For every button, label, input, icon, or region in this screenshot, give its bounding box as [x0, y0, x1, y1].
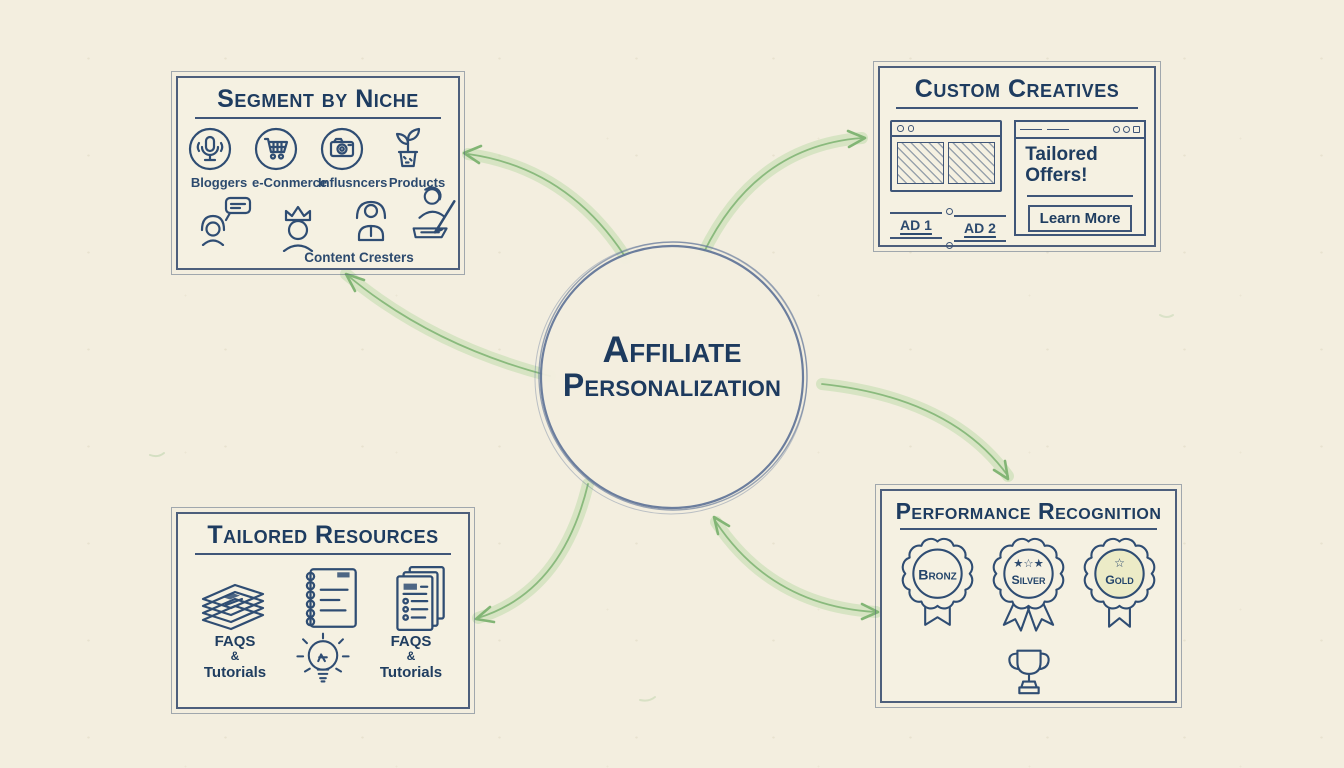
center-title: Affiliate Personalization: [532, 330, 812, 403]
window-circle-icon: [1123, 126, 1130, 133]
title-underline: [896, 107, 1138, 109]
lightbulb-icon: [296, 632, 350, 683]
crown-person-icon: [282, 205, 314, 252]
silver-stars-icon: ★☆★: [1013, 556, 1044, 570]
silver-badge-icon: ★☆★ Silver: [992, 537, 1065, 632]
paper-stack-icon: [201, 583, 265, 631]
segment-item-label: e-Conmerce: [252, 175, 328, 190]
arrow-center-to-resources: [472, 478, 594, 624]
window-dot-icon: [897, 125, 904, 132]
window-dot-icon: [907, 125, 914, 132]
offer-headline-line1: Tailored: [1025, 144, 1098, 165]
ad-1-label: AD 1: [890, 212, 942, 239]
segment-by-niche-panel: Segment by Niche Bloggers: [171, 71, 465, 275]
center-title-line1: Affiliate: [602, 329, 742, 370]
resources-title: Tailored Resources: [207, 521, 439, 549]
arrow-center-to-recognition-upper: [816, 378, 1014, 482]
recognition-title: Performance Recognition: [895, 498, 1162, 524]
ad-variant-labels: AD 1 AD 2: [890, 204, 1010, 250]
divider: [1027, 195, 1133, 197]
faq-tutorials-right: FAQS & Tutorials: [379, 633, 443, 682]
silver-badge-label: Silver: [1011, 573, 1046, 587]
dot-icon: [946, 208, 953, 215]
checklist-icon: [396, 566, 445, 631]
camera-icon: [320, 127, 364, 171]
segment-item-bloggers: Bloggers: [186, 125, 252, 190]
microphone-icon: [188, 127, 232, 171]
gold-badge-icon: ☆ Gold: [1083, 537, 1156, 628]
shopping-cart-icon: [254, 127, 298, 171]
faq-tutorials-left: FAQS & Tutorials: [203, 633, 267, 682]
plant-icon: [395, 127, 421, 168]
ad-slot-placeholder: [948, 142, 995, 184]
arrow-center-to-segment-upper: [462, 144, 632, 264]
arrow-center-to-segment-lower: [340, 268, 556, 382]
segment-item-label: Influsncers: [318, 175, 388, 190]
ad-2-label: AD 2: [954, 215, 1006, 242]
arrow-center-to-creatives: [698, 129, 868, 258]
ad-slot-placeholder: [897, 142, 944, 184]
segment-icon-row: Bloggers e-Conmerce: [178, 119, 458, 190]
spiral-notebook-icon: [305, 568, 357, 628]
pencil-mark: [639, 696, 656, 702]
title-underline: [195, 553, 451, 555]
performance-recognition-panel: Performance Recognition Bronz ★☆★ Silver: [875, 484, 1182, 708]
title-underline: [899, 528, 1158, 530]
offer-headline-line2: Offers!: [1025, 164, 1088, 186]
segment-title: Segment by Niche: [217, 85, 419, 113]
bronze-badge-label: Bronz: [918, 567, 957, 583]
segment-item-products: Products: [384, 125, 450, 190]
trophy-icon: [1007, 649, 1050, 695]
segment-item-label: Bloggers: [190, 175, 248, 190]
center-circle: [534, 241, 808, 515]
tailored-resources-panel: Tailored Resources: [171, 507, 475, 714]
segment-item-ecommerce: e-Conmerce: [252, 125, 328, 190]
learn-more-button[interactable]: Learn More: [1028, 204, 1133, 232]
custom-creatives-panel: Custom Creatives AD 1 AD 2: [873, 61, 1161, 252]
pencil-mark: [1159, 314, 1174, 318]
bronze-badge-icon: Bronz: [901, 537, 974, 626]
arrow-center-recognition-double: [710, 515, 882, 621]
ad-banner-mockup: [890, 120, 1002, 192]
segment-item-label: Products: [388, 175, 446, 190]
dot-icon: [946, 242, 953, 249]
browser-titlebar: [892, 122, 1000, 137]
window-titlebar: [1016, 122, 1144, 139]
tailored-offer-window: Tailored Offers! Learn More: [1014, 120, 1146, 236]
segment-item-influencers: Influsncers: [318, 125, 388, 190]
pencil-mark: [149, 452, 165, 458]
segment-row2-label: Content Cresters: [304, 250, 414, 265]
window-square-icon: [1133, 126, 1140, 133]
creatives-title: Custom Creatives: [914, 75, 1120, 103]
window-controls: [1113, 126, 1140, 133]
hooded-person-icon: [355, 200, 387, 242]
window-circle-icon: [1113, 126, 1120, 133]
writer-icon: [412, 186, 456, 239]
title-underline: [194, 117, 442, 119]
gold-star-icon: ☆: [1114, 556, 1125, 570]
woman-speech-bubble-icon: [200, 196, 252, 246]
titlebar-dashes: [1020, 129, 1113, 130]
gold-badge-label: Gold: [1105, 573, 1134, 587]
center-title-line2: Personalization: [562, 367, 782, 404]
